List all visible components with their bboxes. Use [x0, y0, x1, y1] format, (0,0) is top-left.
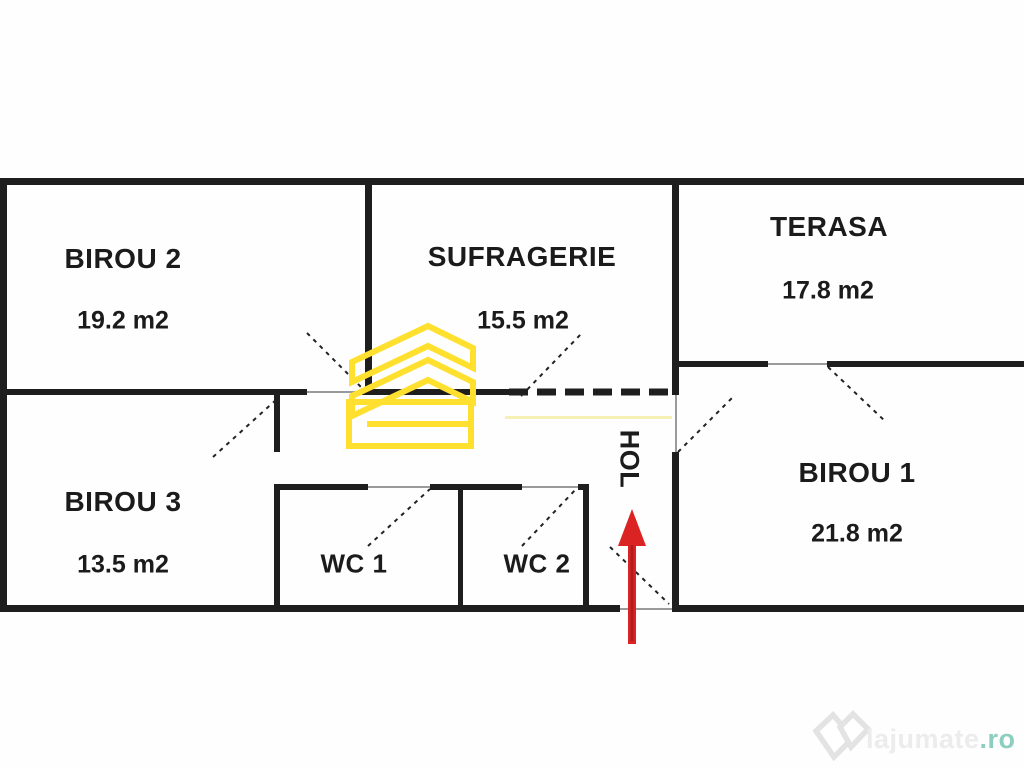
- wall-outer-top: [0, 178, 1024, 185]
- walls: [0, 178, 1024, 612]
- room-label-sufragerie: SUFRAGERIE: [427, 241, 617, 272]
- room-label-birou2: BIROU 2: [64, 243, 182, 274]
- room-label-birou1: BIROU 1: [798, 457, 916, 488]
- room-label-terasa: TERASA: [769, 211, 889, 242]
- wall-center-vertical-bottom: [672, 452, 679, 612]
- threshold-entrance: [620, 608, 672, 610]
- wall-birou2-sufragerie: [365, 178, 372, 394]
- door-thresholds: [307, 363, 827, 610]
- door-birou3: [212, 398, 278, 458]
- threshold-wc1: [368, 486, 430, 488]
- room-area-birou1: 21.8 m2: [811, 519, 903, 548]
- lajumate-logo-icon: [346, 322, 476, 449]
- wall-terasa-bottom-right: [827, 361, 1024, 367]
- threshold-terasa: [768, 363, 827, 365]
- door-birou1-terasa: [827, 366, 887, 423]
- room-area-sufragerie: 15.5 m2: [477, 306, 569, 335]
- threshold-wc2: [522, 486, 578, 488]
- wall-outer-bottom-left: [0, 605, 620, 612]
- door-wc1: [367, 488, 431, 547]
- watermark-underline: [505, 416, 672, 419]
- room-area-birou3: 13.5 m2: [77, 550, 169, 579]
- wall-wc1-top-left: [274, 484, 368, 490]
- room-area-birou2: 19.2 m2: [77, 306, 169, 335]
- room-label-birou3: BIROU 3: [64, 486, 182, 517]
- wall-birou3-right-bottom: [274, 487, 280, 612]
- wall-birou2-bottom: [0, 389, 307, 395]
- wall-outer-bottom-right: [672, 605, 1024, 612]
- wall-birou3-right-top: [274, 392, 280, 452]
- door-wc2: [521, 487, 578, 547]
- door-entrance: [609, 546, 670, 605]
- threshold-birou1-hol: [675, 395, 677, 452]
- room-label-wc2: WC 2: [503, 548, 571, 579]
- wall-center-vertical-top: [672, 178, 679, 395]
- wall-wc-top-middle: [430, 484, 522, 490]
- lajumate-watermark-icon: [812, 710, 872, 762]
- room-area-terasa: 17.8 m2: [782, 276, 874, 305]
- wall-wc2-right: [583, 484, 589, 612]
- room-label-wc1: WC 1: [320, 548, 388, 579]
- threshold-birou2: [307, 391, 362, 393]
- wall-terasa-bottom-left: [672, 361, 768, 367]
- room-label-hol: HOL: [614, 429, 645, 489]
- entrance-arrow-icon: [618, 509, 646, 644]
- door-sufragerie: [520, 333, 582, 397]
- watermark-brand: lajumate.ro: [866, 724, 1016, 755]
- watermark-brand-name: lajumate: [866, 724, 980, 754]
- wall-sufragerie-bottom-solid: [362, 389, 509, 395]
- wall-wc1-wc2: [458, 487, 463, 612]
- watermark-brand-tld: .ro: [979, 724, 1016, 754]
- door-birou1-hol: [677, 396, 734, 453]
